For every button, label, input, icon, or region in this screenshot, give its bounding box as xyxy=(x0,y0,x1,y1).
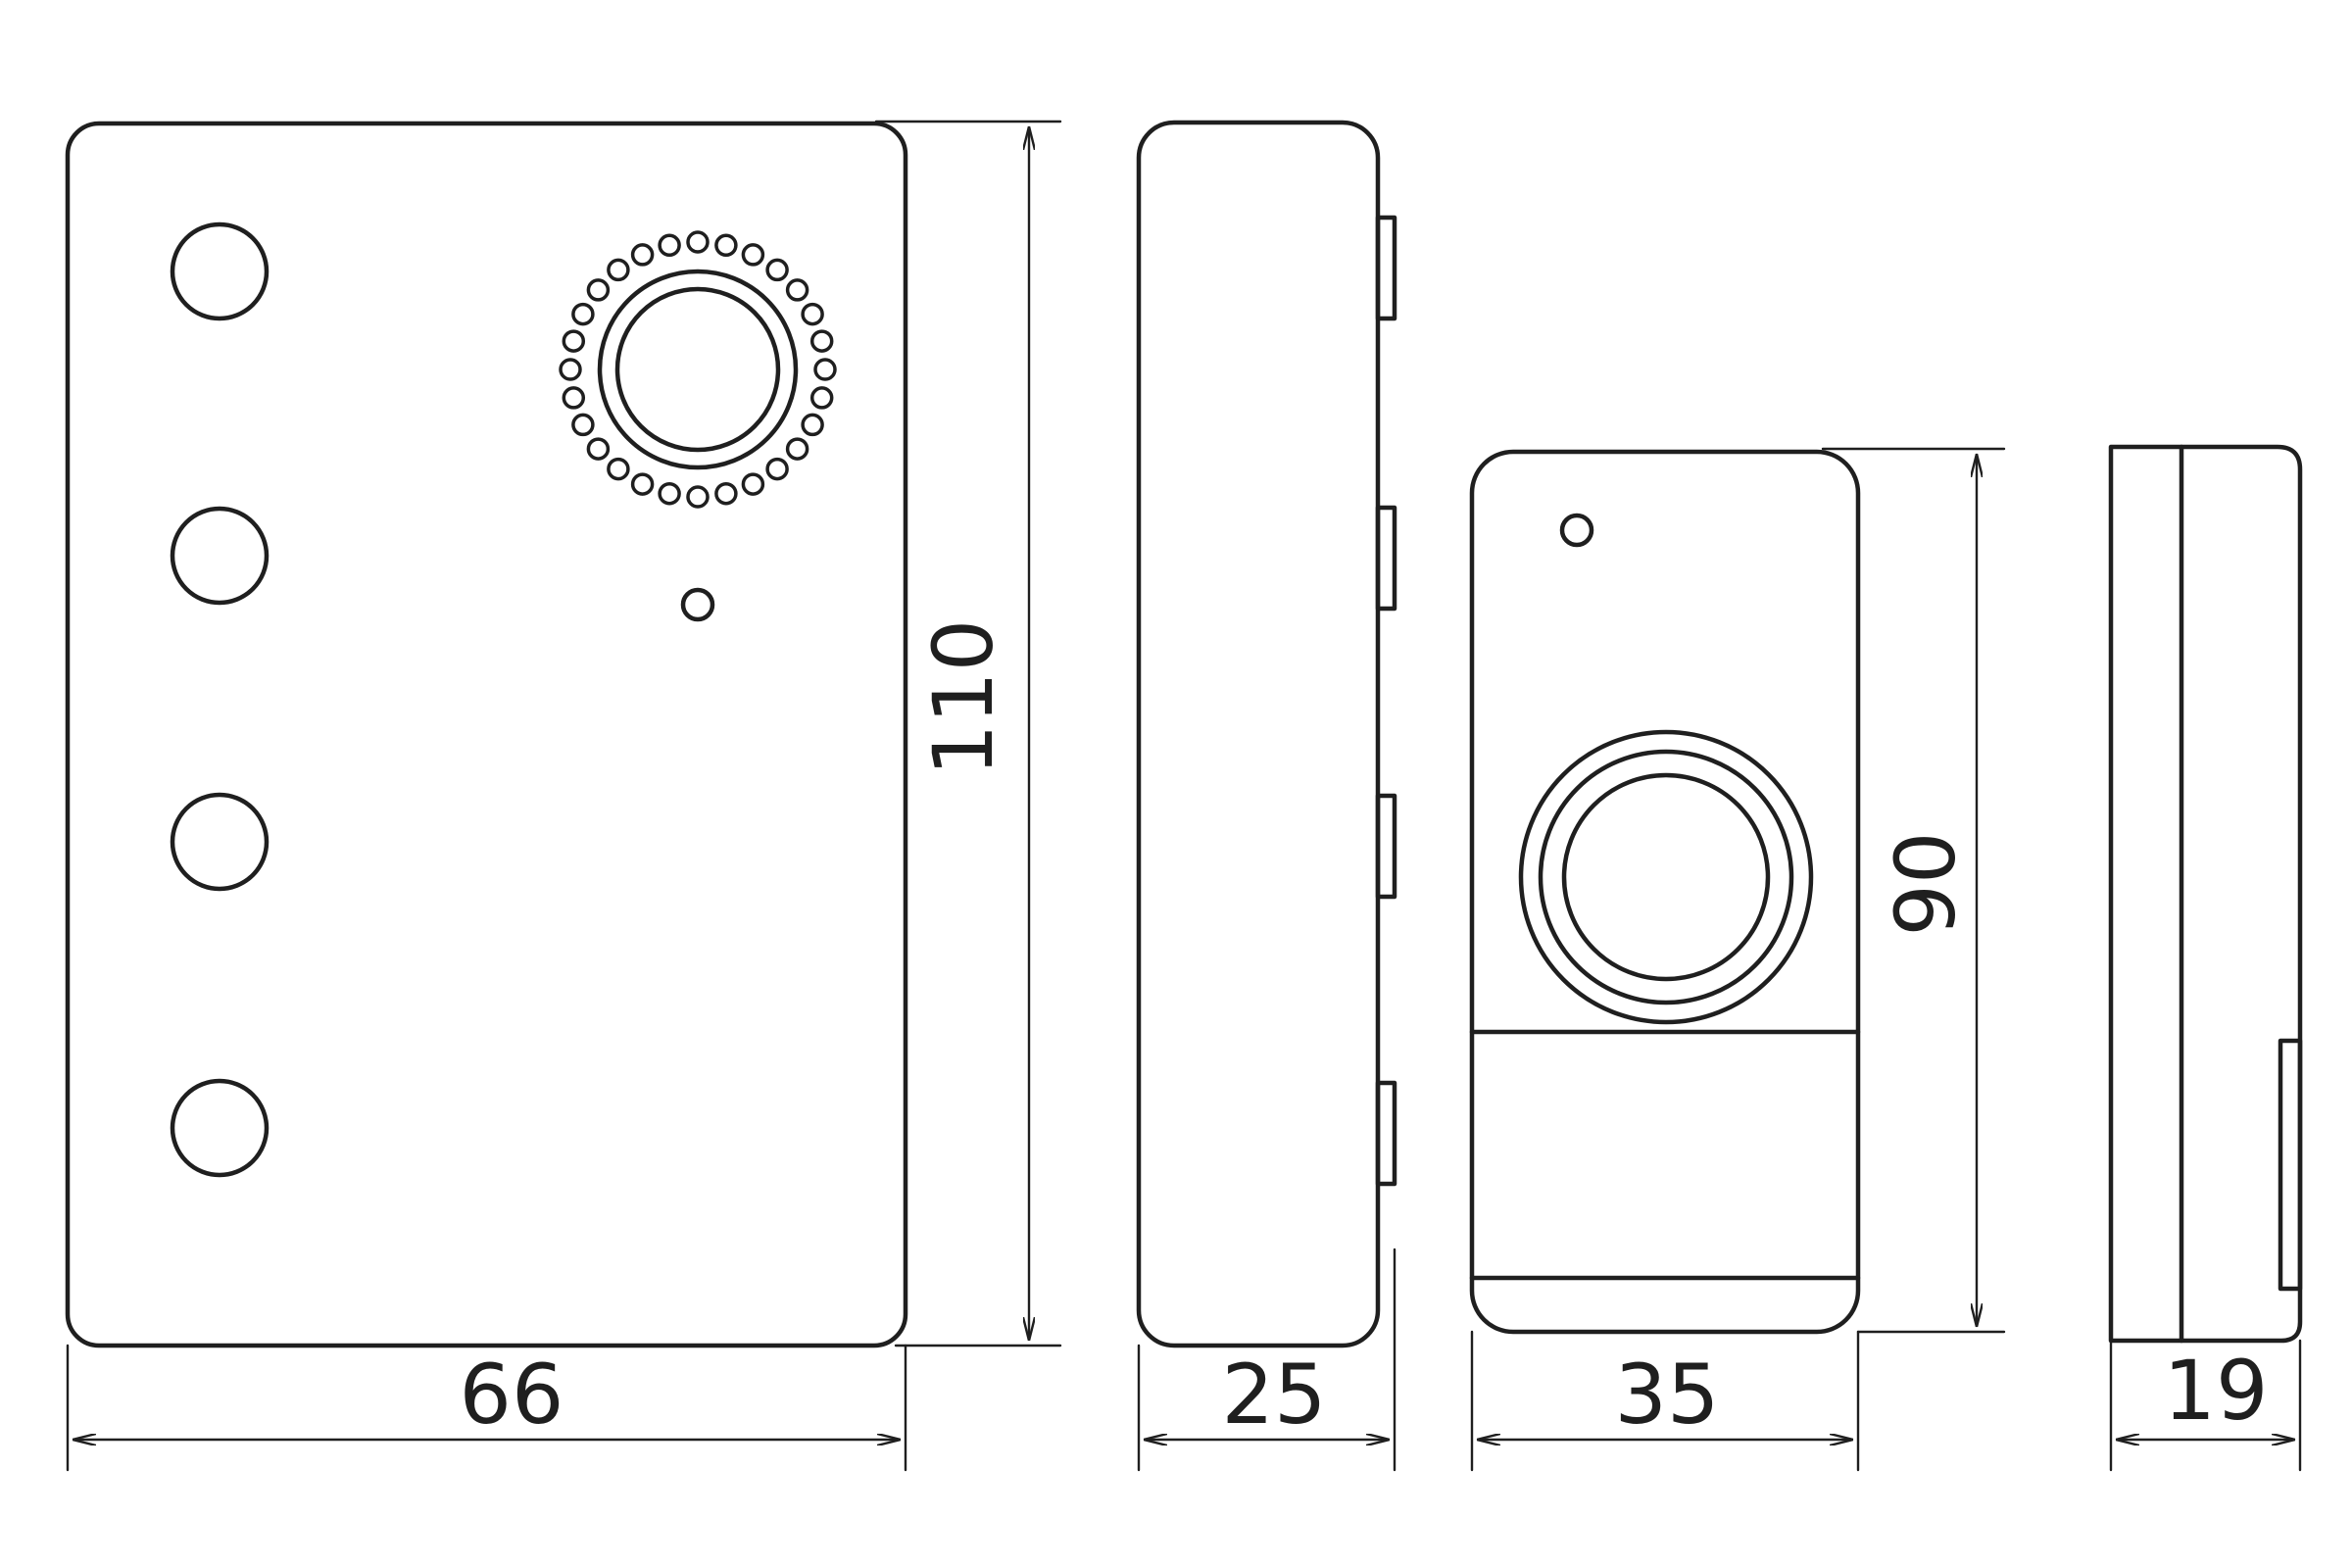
speaker-hole xyxy=(658,233,681,258)
speaker-hole xyxy=(630,243,655,267)
transmitter-body xyxy=(1469,449,1861,1335)
receiver-led-icon xyxy=(680,587,715,622)
dimension-labels: 66 110 25 35 90 19 xyxy=(460,619,2269,1443)
label-receiver-height: 110 xyxy=(915,619,1011,776)
speaker-hole xyxy=(785,437,809,461)
speaker-hole xyxy=(741,472,765,496)
receiver-button-4 xyxy=(170,1078,270,1178)
label-transmitter-depth: 19 xyxy=(2164,1343,2269,1439)
speaker-hole xyxy=(571,413,595,437)
speaker-hole xyxy=(562,329,586,353)
transmitter-side-view xyxy=(2108,444,2303,1344)
speaker-hole xyxy=(714,233,738,258)
dimension-lines xyxy=(66,120,2302,1472)
receiver-front-view xyxy=(65,121,908,1348)
receiver-side-body xyxy=(1136,120,1381,1348)
speaker-hole xyxy=(801,413,824,437)
receiver-button-3 xyxy=(170,792,270,892)
speaker-hole xyxy=(686,230,710,254)
speaker-hole xyxy=(765,258,789,282)
speaker-hole xyxy=(607,258,630,282)
speaker-hole xyxy=(785,278,809,302)
speaker-hole xyxy=(765,457,789,481)
label-transmitter-width: 35 xyxy=(1615,1347,1720,1443)
receiver-speaker-icon xyxy=(559,230,837,509)
speaker-hole xyxy=(562,386,586,410)
transmitter-front-view xyxy=(1469,449,1861,1335)
receiver-button-1 xyxy=(170,221,270,321)
receiver-side-tab-2 xyxy=(1375,505,1397,612)
receiver-side-tab-4 xyxy=(1375,1080,1397,1187)
speaker-hole xyxy=(714,481,738,506)
speaker-hole xyxy=(741,243,765,267)
label-receiver-depth: 25 xyxy=(1222,1347,1327,1443)
transmitter-side-body xyxy=(2108,444,2303,1344)
speaker-hole xyxy=(630,472,655,496)
receiver-side-view xyxy=(1136,120,1397,1348)
transmitter-bell-button-icon xyxy=(1518,729,1814,1025)
receiver-side-tab-3 xyxy=(1375,793,1397,900)
label-receiver-width: 66 xyxy=(460,1347,564,1443)
speaker-hole xyxy=(801,302,824,326)
receiver-body xyxy=(65,121,908,1348)
speaker-hole xyxy=(658,481,681,506)
speaker-hole xyxy=(809,386,834,410)
speaker-hole xyxy=(809,329,834,353)
speaker-hole xyxy=(607,457,630,481)
receiver-side-tab-1 xyxy=(1375,215,1397,321)
transmitter-led-icon xyxy=(1559,513,1594,548)
label-transmitter-height: 90 xyxy=(1878,832,1974,937)
transmitter-side-tab xyxy=(2278,1038,2303,1292)
speaker-grille-holes xyxy=(559,230,837,509)
speaker-hole xyxy=(586,437,611,461)
speaker-hole xyxy=(559,358,582,381)
receiver-button-2 xyxy=(170,506,270,606)
speaker-hole xyxy=(571,302,595,326)
speaker-hole xyxy=(586,278,611,302)
speaker-hole xyxy=(686,485,710,509)
speaker-hole xyxy=(813,358,837,381)
